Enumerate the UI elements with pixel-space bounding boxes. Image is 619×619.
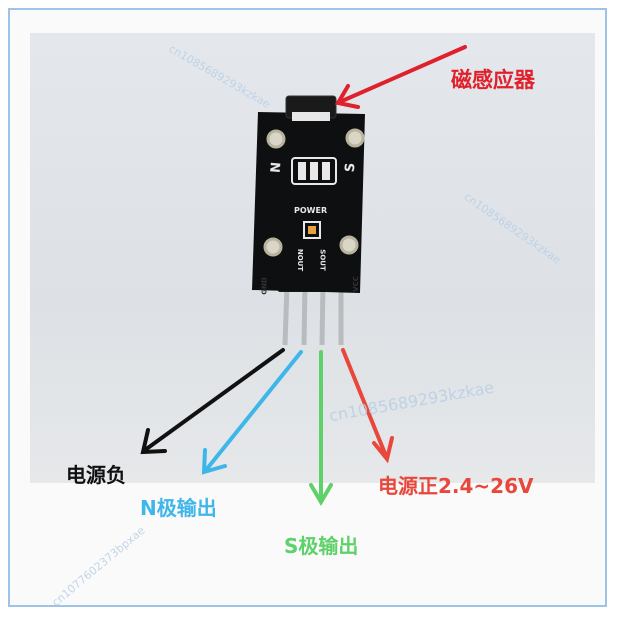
s-output-label: S极输出	[284, 534, 359, 558]
n-output-arrow	[201, 350, 303, 475]
power-positive-label: 电源正2.4~26V	[378, 474, 534, 498]
power-negative-label: 电源负	[66, 463, 126, 487]
s-output-arrow	[309, 350, 333, 506]
n-output-label: N极输出	[140, 496, 217, 520]
sensor-arrow	[334, 45, 467, 109]
power-label: POWER	[294, 206, 328, 215]
pcb-board	[252, 95, 365, 293]
positive-arrow	[341, 348, 394, 464]
negative-arrow	[140, 348, 285, 455]
magnetic-sensor-label: 磁感应器	[451, 68, 535, 92]
